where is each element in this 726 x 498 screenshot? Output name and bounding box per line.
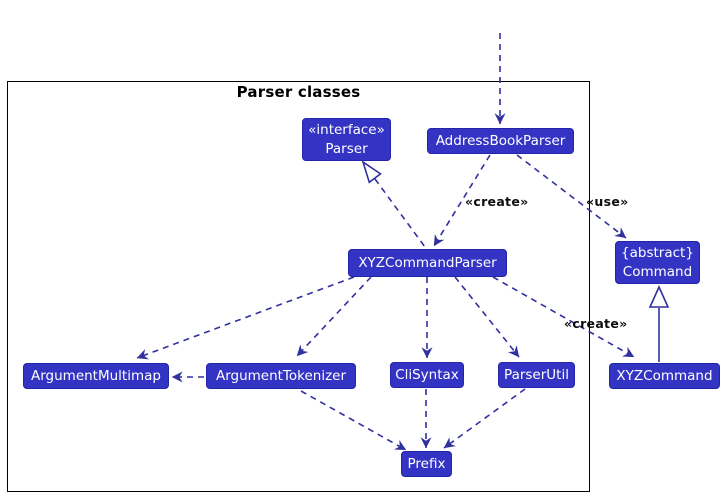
edge-parserutil-to-prefix (443, 388, 526, 449)
class-name: XYZCommand (616, 367, 713, 384)
class-box-parserutil: ParserUtil (498, 362, 575, 388)
edge-xyzcommandparser-to-xyzcommand (492, 276, 635, 358)
class-box-parser: «interface» Parser (302, 118, 391, 161)
class-box-xyzcommandparser: XYZCommandParser (348, 249, 507, 277)
edge-label-create-xyzcommand: «create» (564, 316, 628, 331)
edge-argumenttokenizer-to-prefix (300, 390, 407, 451)
class-box-argumentmultimap: ArgumentMultimap (23, 363, 169, 389)
frame-title: Parser classes (236, 83, 361, 101)
class-stereotype: «interface» (308, 121, 385, 138)
class-box-xyzcommand: XYZCommand (609, 363, 720, 389)
class-box-addressbookparser: AddressBookParser (427, 128, 574, 154)
inheritance-triangle-icon (648, 285, 670, 308)
class-name: Command (622, 263, 693, 280)
edge-addressbookparser-to-command (516, 154, 627, 239)
class-name: ParserUtil (504, 366, 569, 383)
edge-xyzcommandparser-to-parserutil (454, 276, 520, 358)
class-stereotype: {abstract} (621, 244, 694, 261)
edge-xyzcommandparser-to-argumenttokenizer (296, 276, 372, 357)
class-name: CliSyntax (395, 366, 459, 383)
class-box-command: {abstract} Command (615, 241, 700, 284)
class-box-prefix: Prefix (401, 451, 452, 477)
class-box-argumenttokenizer: ArgumentTokenizer (206, 363, 356, 389)
class-name: Parser (325, 140, 368, 157)
class-name: Prefix (407, 455, 446, 472)
class-box-clisyntax: CliSyntax (390, 362, 464, 388)
class-name: ArgumentTokenizer (215, 367, 347, 384)
edge-addressbookparser-to-xyzcommandparser (433, 154, 491, 247)
realization-triangle-icon (361, 160, 382, 184)
edge-xyzcommandparser-to-parser-shaft (374, 178, 426, 248)
edge-label-create-addressbookparser: «create» (465, 194, 529, 209)
class-name: ArgumentMultimap (31, 367, 161, 384)
edge-xyzcommandparser-to-argumentmultimap (136, 276, 355, 360)
diagram-frame (7, 81, 590, 492)
edge-label-use-command: «use» (586, 194, 629, 209)
class-name: XYZCommandParser (358, 254, 497, 271)
class-name: AddressBookParser (435, 132, 566, 149)
